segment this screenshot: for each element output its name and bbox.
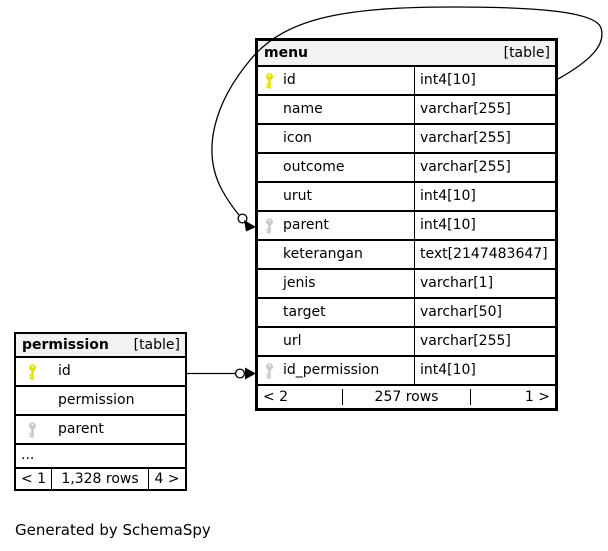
column-name: urut — [283, 188, 312, 204]
foreign-key-icon — [29, 421, 36, 438]
column-name: url — [283, 333, 302, 349]
column-name: jenis — [283, 275, 316, 291]
column-name: parent — [58, 421, 104, 437]
column-name: permission — [58, 392, 135, 408]
table-row: id_permission int4[10] — [258, 357, 555, 384]
primary-key-icon — [266, 72, 273, 89]
column-name: id — [283, 72, 296, 88]
column-type: varchar[255] — [420, 159, 511, 175]
pager-divider — [51, 469, 52, 489]
foreign-key-icon — [266, 217, 273, 234]
table-row: outcome varchar[255] — [258, 154, 555, 183]
column-name: outcome — [283, 159, 345, 175]
table-row: target varchar[50] — [258, 299, 555, 328]
generated-by-caption: Generated by SchemaSpy — [15, 521, 211, 539]
pager-divider — [342, 389, 343, 405]
column-name: name — [283, 101, 323, 117]
column-type: int4[10] — [420, 72, 476, 88]
column-name: keterangan — [283, 246, 363, 262]
column-type: text[2147483647] — [420, 246, 548, 262]
column-name: id_permission — [283, 362, 380, 378]
connector-zero-or-one-circle — [234, 368, 246, 379]
column-type: varchar[255] — [420, 101, 511, 117]
table-row: jenis varchar[1] — [258, 270, 555, 299]
table-header-menu[interactable]: menu [table] — [258, 41, 555, 67]
table-name[interactable]: menu — [264, 45, 309, 61]
pager-prev: < 1 — [21, 471, 47, 487]
foreign-key-icon — [266, 362, 273, 379]
column-type: int4[10] — [420, 188, 476, 204]
table-row: permission — [16, 387, 185, 416]
column-type: varchar[255] — [420, 333, 511, 349]
pager-row-count: 257 rows — [374, 389, 439, 405]
pager-divider — [148, 469, 149, 489]
primary-key-icon — [29, 363, 36, 380]
hidden-columns-ellipsis: ... — [21, 447, 35, 463]
column-name: id — [58, 363, 71, 379]
table-row: icon varchar[255] — [258, 125, 555, 154]
table-name[interactable]: permission — [22, 337, 109, 353]
table-pager: < 1 1,328 rows 4 > — [16, 467, 185, 489]
table-row: name varchar[255] — [258, 96, 555, 125]
table-row: id int4[10] — [258, 67, 555, 96]
table-row: id — [16, 358, 185, 387]
column-type: varchar[50] — [420, 304, 502, 320]
table-row: keterangan text[2147483647] — [258, 241, 555, 270]
pager-divider — [470, 389, 471, 405]
table-pager: < 2 257 rows 1 > — [258, 384, 555, 408]
column-type: int4[10] — [420, 362, 476, 378]
table-row: parent — [16, 416, 185, 445]
table-type-badge: [table] — [133, 337, 180, 353]
pager-next: 4 > — [154, 471, 180, 487]
table-row: urut int4[10] — [258, 183, 555, 212]
table-row: parent int4[10] — [258, 212, 555, 241]
table-node-permission: permission [table] id permission parent … — [14, 332, 187, 491]
connector-zero-or-one-circle — [237, 213, 248, 224]
table-type-badge: [table] — [503, 45, 550, 61]
column-name: icon — [283, 130, 313, 146]
pager-prev: < 2 — [263, 389, 289, 405]
column-type: int4[10] — [420, 217, 476, 233]
column-type: varchar[1] — [420, 275, 494, 291]
column-name: target — [283, 304, 326, 320]
column-name: parent — [283, 217, 329, 233]
column-type: varchar[255] — [420, 130, 511, 146]
table-header-permission[interactable]: permission [table] — [16, 334, 185, 358]
pager-next: 1 > — [524, 389, 550, 405]
pager-row-count: 1,328 rows — [61, 471, 139, 487]
table-node-menu: menu [table] id int4[10] name varchar[25… — [255, 38, 558, 411]
table-row: url varchar[255] — [258, 328, 555, 357]
